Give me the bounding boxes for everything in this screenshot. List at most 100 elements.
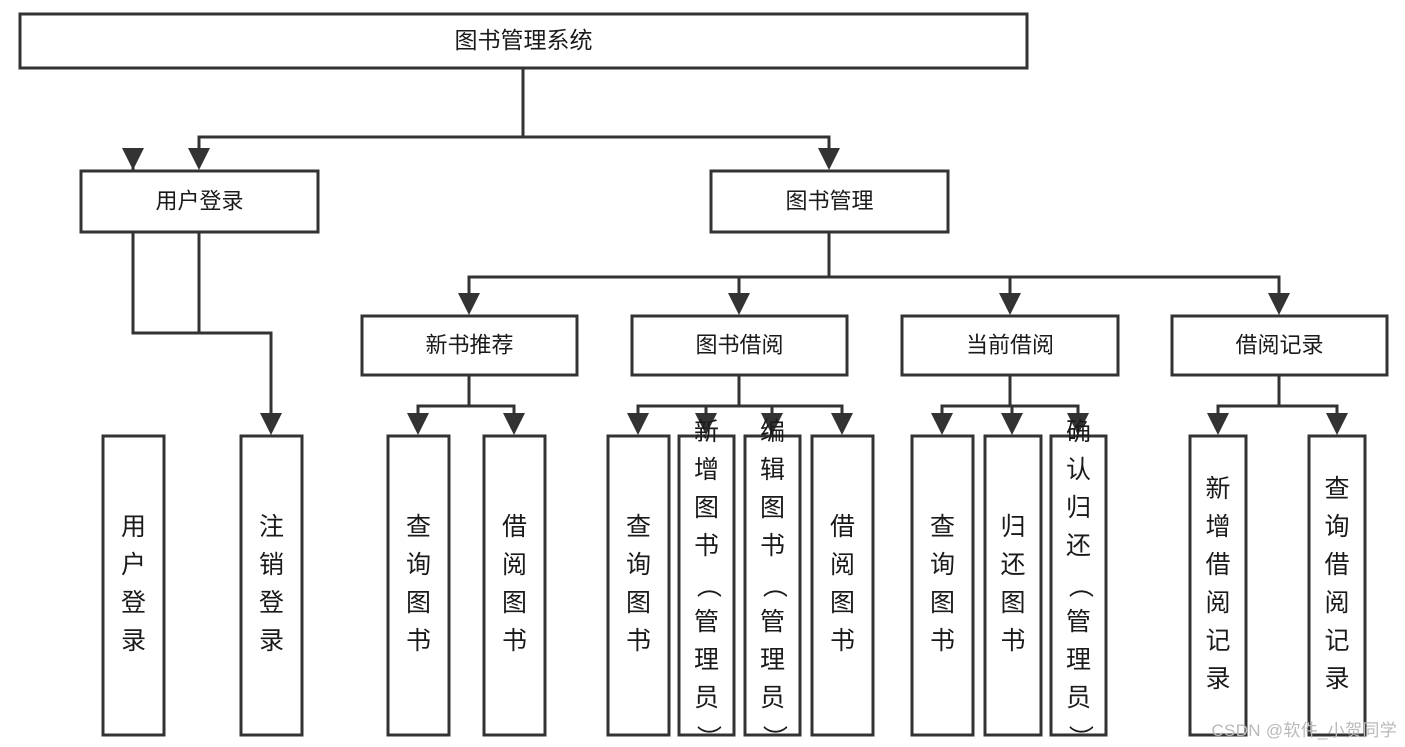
svg-text:借: 借 <box>1205 551 1230 579</box>
leaf-node-box[interactable] <box>482 434 547 737</box>
svg-text:书: 书 <box>626 627 651 655</box>
connector-图书管理-to-新书推荐 <box>458 232 831 315</box>
svg-text:编: 编 <box>760 418 785 446</box>
leaf-node-box[interactable] <box>101 434 166 737</box>
connector-当前借阅-to-确认归还（管理员） <box>1008 375 1089 435</box>
svg-text:图: 图 <box>502 589 527 617</box>
level2-node-box[interactable] <box>79 169 320 234</box>
svg-text:阅: 阅 <box>502 551 527 579</box>
svg-text:书: 书 <box>760 532 785 560</box>
connector-图书借阅-to-借阅图书 <box>737 375 853 435</box>
level2-node-2[interactable]: 图书管理 <box>709 169 950 234</box>
leaf-node-box[interactable] <box>983 434 1043 737</box>
svg-text:登: 登 <box>259 589 284 617</box>
svg-text:询: 询 <box>930 551 955 579</box>
connector-图书管理-to-图书借阅 <box>728 232 831 315</box>
connector-layer <box>122 68 1348 435</box>
leaf-node-1[interactable]: 用户登录 <box>101 434 166 737</box>
svg-text:借: 借 <box>502 513 527 541</box>
level3-node-box[interactable] <box>630 314 849 377</box>
svg-text:阅: 阅 <box>830 551 855 579</box>
svg-text:图: 图 <box>760 494 785 522</box>
leaf-node-box[interactable] <box>743 434 802 737</box>
leaf-node-box[interactable] <box>239 434 304 737</box>
leaf-node-box[interactable] <box>677 434 736 737</box>
svg-text:辑: 辑 <box>760 456 785 484</box>
svg-text:图: 图 <box>930 589 955 617</box>
level3-node-3[interactable]: 当前借阅 <box>900 314 1120 377</box>
svg-text:认: 认 <box>1066 456 1091 484</box>
leaf-node-box[interactable] <box>1307 434 1367 737</box>
leaf-node-box[interactable] <box>1188 434 1248 737</box>
connector-图书管理系统-to-图书管理 <box>521 68 840 170</box>
connector-当前借阅-to-查询图书 <box>931 375 1012 435</box>
svg-text:员: 员 <box>1066 684 1091 712</box>
svg-text:书: 书 <box>1000 627 1025 655</box>
level3-node-label: 新书推荐 <box>425 332 513 357</box>
level3-node-1[interactable]: 新书推荐 <box>360 314 579 377</box>
svg-text:归: 归 <box>1000 513 1025 541</box>
level3-node-box[interactable] <box>1170 314 1389 377</box>
svg-text:书: 书 <box>406 627 431 655</box>
svg-text:（: （ <box>760 573 788 598</box>
level3-node-box[interactable] <box>360 314 579 377</box>
svg-text:询: 询 <box>406 551 431 579</box>
connector-借阅记录-to-查询借阅记录 <box>1277 375 1348 435</box>
svg-text:用: 用 <box>121 513 146 541</box>
svg-text:录: 录 <box>259 627 284 655</box>
svg-text:理: 理 <box>760 646 785 674</box>
svg-text:登: 登 <box>121 589 146 617</box>
svg-text:阅: 阅 <box>1324 589 1349 617</box>
svg-text:查: 查 <box>1324 475 1349 503</box>
svg-text:阅: 阅 <box>1205 589 1230 617</box>
level2-node-label: 图书管理 <box>785 188 873 213</box>
leaf-node-box[interactable] <box>386 434 451 737</box>
svg-text:（: （ <box>694 573 722 598</box>
leaf-node-box[interactable] <box>910 434 975 737</box>
leaf-node-label: 用户登录 <box>121 513 146 655</box>
level3-node-4[interactable]: 借阅记录 <box>1170 314 1389 377</box>
level3-node-2[interactable]: 图书借阅 <box>630 314 849 377</box>
svg-text:图: 图 <box>406 589 431 617</box>
svg-text:录: 录 <box>1324 665 1349 693</box>
connector-用户登录-to-注销登录 <box>197 232 282 435</box>
level2-node-1[interactable]: 用户登录 <box>79 169 320 234</box>
svg-text:还: 还 <box>1000 551 1025 579</box>
svg-text:）: ） <box>694 725 722 747</box>
level2-node-label: 用户登录 <box>155 188 243 213</box>
svg-text:增: 增 <box>694 456 719 484</box>
connector-图书管理-to-当前借阅 <box>827 232 1021 315</box>
root-node-1[interactable]: 图书管理系统 <box>18 12 1029 70</box>
level3-node-label: 借阅记录 <box>1235 332 1323 357</box>
svg-text:归: 归 <box>1066 494 1091 522</box>
leaf-node-box[interactable] <box>810 434 875 737</box>
root-node-label: 图书管理系统 <box>455 27 593 53</box>
leaf-node-box[interactable] <box>1049 434 1108 737</box>
level2-node-box[interactable] <box>709 169 950 234</box>
leaf-node-box[interactable] <box>606 434 671 737</box>
connector-新书推荐-to-查询图书 <box>407 375 471 435</box>
root-node-box[interactable] <box>18 12 1029 70</box>
level3-node-label: 当前借阅 <box>966 332 1054 357</box>
level3-node-box[interactable] <box>900 314 1120 377</box>
